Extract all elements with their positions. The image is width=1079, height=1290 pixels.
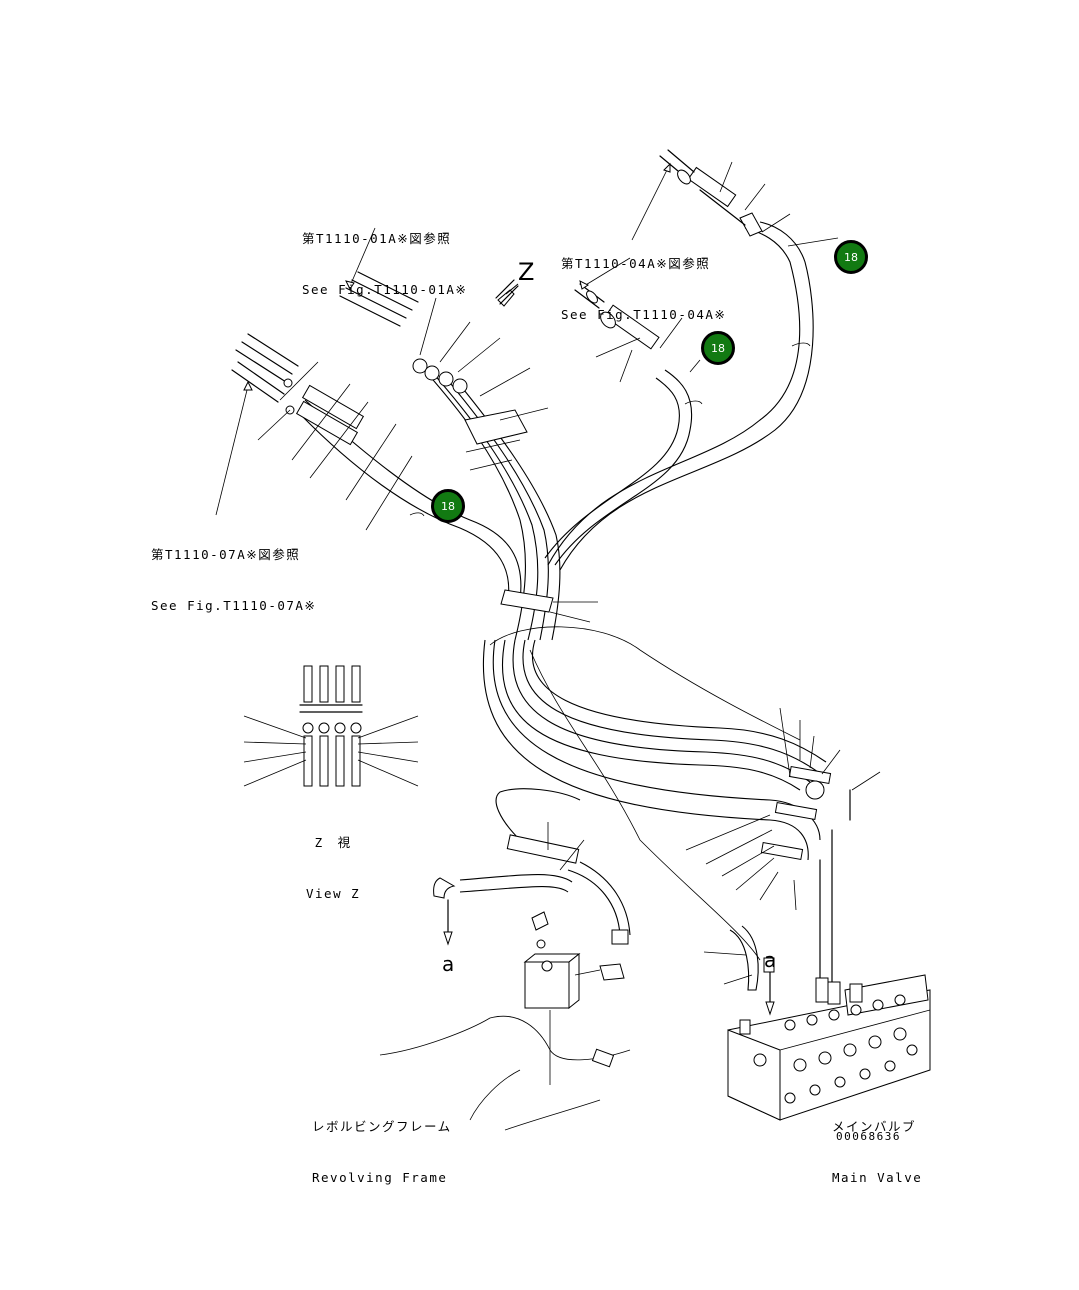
label-revolving-frame-ja: レボルビングフレーム bbox=[312, 1119, 452, 1134]
hose-lower-left bbox=[379, 788, 631, 1131]
reference-note-ja: 第T1110-07A※図参照 bbox=[151, 547, 301, 562]
label-main-valve-en: Main Valve bbox=[832, 1170, 923, 1185]
reference-note-ja: 第T1110-04A※図参照 bbox=[561, 256, 711, 271]
hose-clamp bbox=[500, 589, 598, 623]
main-valve-body bbox=[727, 974, 931, 1121]
hose-lower-right bbox=[703, 925, 775, 1016]
part-callout-18-middle[interactable]: 18 bbox=[701, 331, 735, 365]
view-z-arrow-letter: Z bbox=[518, 258, 535, 286]
reference-note-en: See Fig.T1110-04A※ bbox=[561, 307, 727, 322]
reference-leaders bbox=[215, 162, 671, 516]
drawing-number: 00068636 bbox=[836, 1130, 901, 1143]
label-revolving-frame-en: Revolving Frame bbox=[312, 1170, 448, 1185]
view-z-detail bbox=[243, 665, 419, 787]
connection-mark-left: a bbox=[442, 952, 455, 976]
hose-upper-right bbox=[547, 149, 839, 571]
hose-bundle-lower bbox=[483, 626, 881, 991]
connection-mark-right: a bbox=[764, 948, 777, 972]
hose-middle-right bbox=[544, 283, 703, 566]
reference-note-ja: 第T1110-01A※図参照 bbox=[302, 231, 452, 246]
reference-note-fig-01a: 第T1110-01A※図参照 See Fig.T1110-01A※ bbox=[302, 196, 467, 332]
label-revolving-frame: レボルビングフレーム Revolving Frame bbox=[312, 1084, 452, 1220]
reference-note-en: See Fig.T1110-01A※ bbox=[302, 282, 468, 297]
label-main-valve-ja: メインバルブ bbox=[832, 1119, 917, 1134]
view-z-caption-en: View Z bbox=[306, 886, 361, 901]
part-callout-18-upper-right[interactable]: 18 bbox=[834, 240, 868, 274]
view-z-caption-ja: Z 視 bbox=[314, 835, 352, 850]
reference-note-fig-04a: 第T1110-04A※図参照 See Fig.T1110-04A※ bbox=[561, 221, 726, 357]
reference-note-fig-07a: 第T1110-07A※図参照 See Fig.T1110-07A※ bbox=[151, 512, 316, 648]
part-callout-18-left[interactable]: 18 bbox=[431, 489, 465, 523]
view-z-caption: Z 視 View Z bbox=[306, 800, 360, 936]
label-main-valve: メインバルブ Main Valve bbox=[832, 1084, 922, 1220]
reference-note-en: See Fig.T1110-07A※ bbox=[151, 598, 317, 613]
